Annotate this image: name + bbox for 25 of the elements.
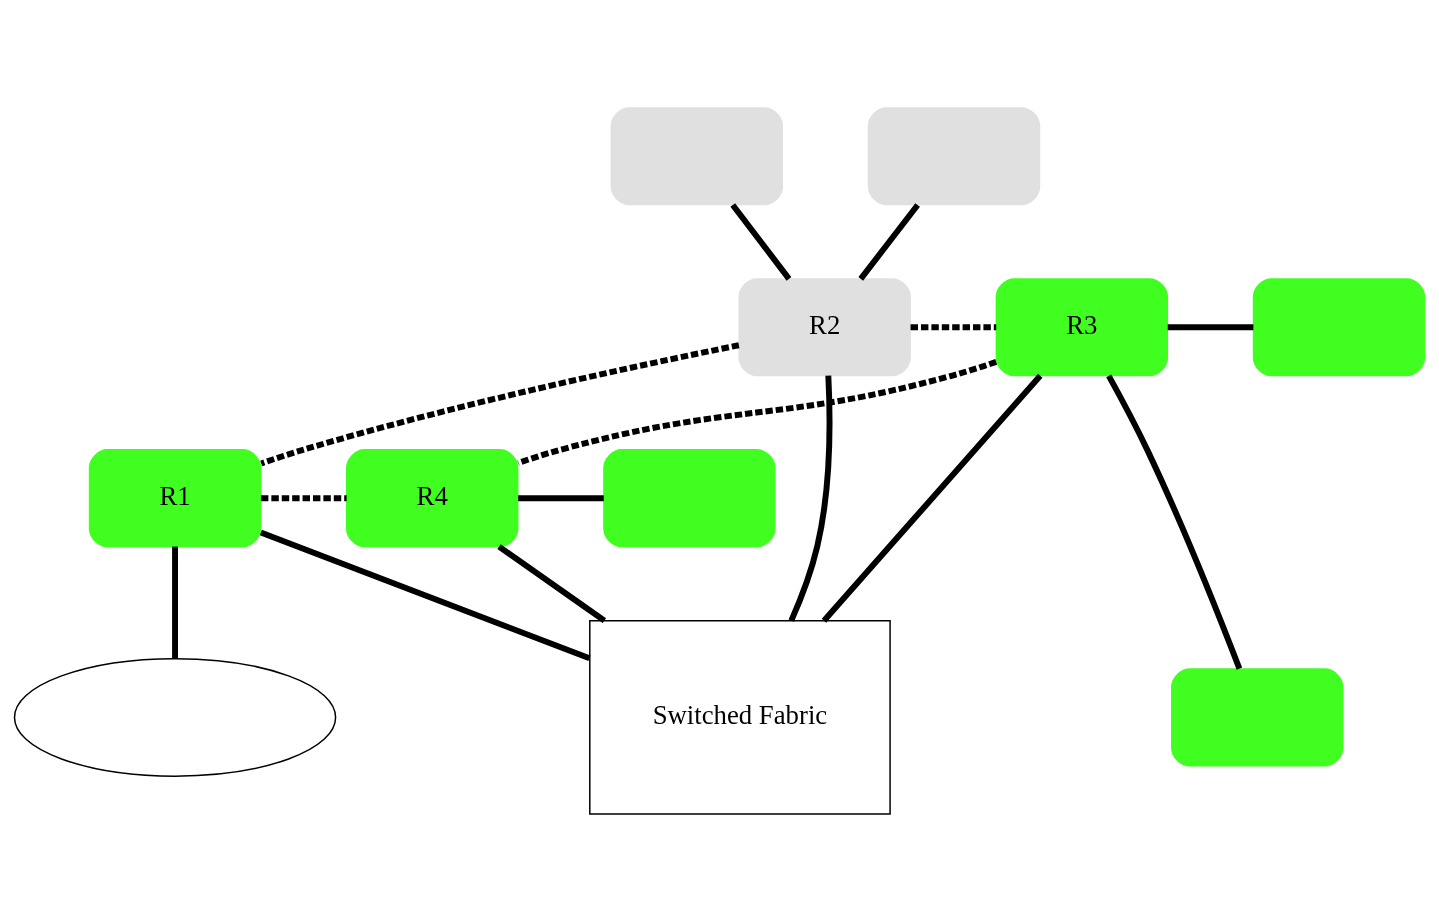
connector — [910, 324, 997, 331]
connector — [497, 544, 607, 624]
connector — [821, 373, 1043, 623]
connector — [259, 529, 591, 662]
connector — [788, 375, 833, 622]
connector — [172, 546, 179, 659]
connector — [1106, 374, 1243, 670]
connector — [260, 495, 347, 502]
node-box: Switched Fabric — [589, 620, 891, 815]
connector — [260, 342, 740, 467]
node-box: R3 — [995, 278, 1169, 377]
node-box: R4 — [346, 449, 519, 548]
connector — [730, 203, 792, 281]
connector — [518, 495, 604, 502]
node-oval — [1252, 278, 1426, 377]
node-oval — [867, 107, 1041, 206]
node-ellipse — [13, 657, 337, 777]
connector — [1167, 324, 1254, 331]
node-box: R2 — [738, 278, 911, 377]
node-oval — [603, 449, 776, 548]
node-oval — [1171, 668, 1344, 767]
node-box: R1 — [88, 449, 262, 548]
node-oval — [610, 107, 784, 206]
connector — [858, 203, 920, 281]
connector — [517, 359, 998, 466]
